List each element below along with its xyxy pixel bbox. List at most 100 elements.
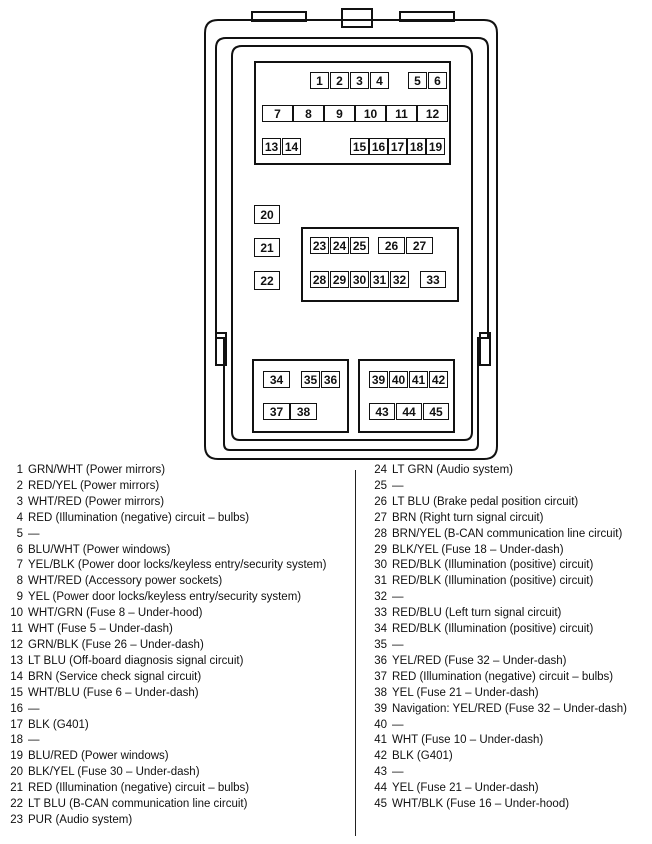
connector-outline	[204, 8, 498, 460]
wire-description: YEL/BLK (Power door locks/keyless entry/…	[28, 559, 327, 572]
wire-description: BRN/YEL (B-CAN communication line circui…	[392, 527, 623, 540]
terminal-number: 33	[374, 607, 387, 620]
terminal-number: 26	[374, 495, 387, 508]
legend-row: 36 YEL/RED (Fuse 32 – Under-dash)	[367, 654, 627, 670]
cavity-12: 12	[417, 105, 448, 122]
cavity-42: 42	[429, 371, 448, 388]
wire-description: LT GRN (Audio system)	[392, 464, 513, 476]
cavity-10: 10	[355, 105, 386, 122]
cavity-7: 7	[262, 105, 293, 122]
terminal-number: 25	[374, 479, 387, 492]
wire-description: BLK (G401)	[392, 750, 453, 763]
terminal-number: 2	[16, 479, 23, 492]
terminal-number: 31	[374, 575, 387, 588]
cavity-45: 45	[423, 403, 449, 420]
terminal-number: 13	[10, 654, 23, 667]
cavity-24: 24	[330, 237, 349, 254]
cavity-6: 6	[428, 72, 447, 89]
cavity-13: 13	[262, 138, 281, 155]
terminal-number: 38	[374, 686, 387, 699]
cavity-40: 40	[389, 371, 408, 388]
terminal-number: 14	[10, 670, 23, 683]
terminal-number: 30	[374, 559, 387, 572]
wire-description: —	[392, 479, 404, 492]
terminal-number: 37	[374, 670, 387, 683]
cavity-38: 38	[290, 403, 317, 420]
wire-description: WHT/BLU (Fuse 6 – Under-dash)	[28, 686, 199, 699]
terminal-number: 28	[374, 527, 387, 540]
legend-row: 41 WHT (Fuse 10 – Under-dash)	[367, 733, 627, 749]
wire-description: YEL (Fuse 21 – Under-dash)	[392, 686, 539, 699]
legend-row: 8 WHT/RED (Accessory power sockets)	[5, 574, 326, 590]
wire-description: —	[392, 766, 404, 779]
legend-row: 32—	[367, 590, 627, 606]
wire-description: WHT/BLK (Fuse 16 – Under-hood)	[392, 798, 570, 811]
wire-description: BRN (Right turn signal circuit)	[392, 511, 544, 524]
cavity-11: 11	[386, 105, 417, 122]
wire-description: WHT/RED (Accessory power sockets)	[28, 575, 223, 588]
wire-description: LT BLU (Brake pedal position circuit)	[392, 495, 579, 508]
terminal-number: 18	[10, 734, 23, 747]
terminal-number: 11	[11, 623, 23, 636]
terminal-number: 19	[10, 750, 23, 763]
terminal-number: 29	[374, 543, 387, 556]
wire-description: PUR (Audio system)	[28, 813, 133, 826]
wire-description: RED (Illumination (negative) circuit – b…	[28, 782, 250, 795]
cavity-44: 44	[396, 403, 422, 420]
terminal-number: 41	[374, 734, 387, 747]
wire-description: WHT (Fuse 10 – Under-dash)	[392, 734, 544, 747]
cavity-20: 20	[254, 205, 280, 224]
terminal-number: 35	[374, 638, 387, 651]
terminal-number: 43	[374, 766, 387, 779]
cavity-30: 30	[350, 271, 369, 288]
cavity-28: 28	[310, 271, 329, 288]
wire-description: —	[392, 718, 404, 731]
wire-description: LT BLU (B-CAN communication line circuit…	[28, 798, 248, 811]
legend-row: 43 —	[367, 765, 627, 781]
cavity-17: 17	[388, 138, 407, 155]
terminal-number: 36	[374, 654, 387, 667]
cavity-43: 43	[369, 403, 395, 420]
terminal-number: 32	[374, 591, 387, 604]
wire-description: WHT/GRN (Fuse 8 – Under-hood)	[28, 607, 203, 620]
cavity-19: 19	[426, 138, 445, 155]
cavity-8: 8	[293, 105, 324, 122]
legend-row: 28 BRN/YEL (B-CAN communication line circ…	[367, 527, 627, 543]
wire-description: WHT/RED (Power mirrors)	[28, 495, 165, 508]
cavity-34: 34	[263, 371, 290, 388]
wire-description: RED/BLU (Left turn signal circuit)	[392, 607, 562, 620]
cavity-23: 23	[310, 237, 329, 254]
legend-divider	[355, 470, 356, 836]
wire-description: RED (Illumination (negative) circuit – b…	[392, 670, 614, 683]
cavity-3: 3	[350, 72, 369, 89]
cavity-2: 2	[330, 72, 349, 89]
cavity-22: 22	[254, 271, 280, 290]
wire-description: BLU/RED (Power windows)	[28, 750, 169, 763]
legend-row: 35—	[367, 638, 627, 654]
terminal-number: 8	[16, 575, 23, 588]
cavity-27: 27	[406, 237, 433, 254]
cavity-26: 26	[378, 237, 405, 254]
wire-description: LT BLU (Off-board diagnosis signal circu…	[28, 654, 244, 667]
wire-description: YEL/RED (Fuse 32 – Under-dash)	[392, 654, 567, 667]
terminal-number: 17	[10, 718, 23, 731]
terminal-number: 20	[10, 766, 23, 779]
wire-description: —	[28, 702, 40, 715]
cavity-14: 14	[282, 138, 301, 155]
